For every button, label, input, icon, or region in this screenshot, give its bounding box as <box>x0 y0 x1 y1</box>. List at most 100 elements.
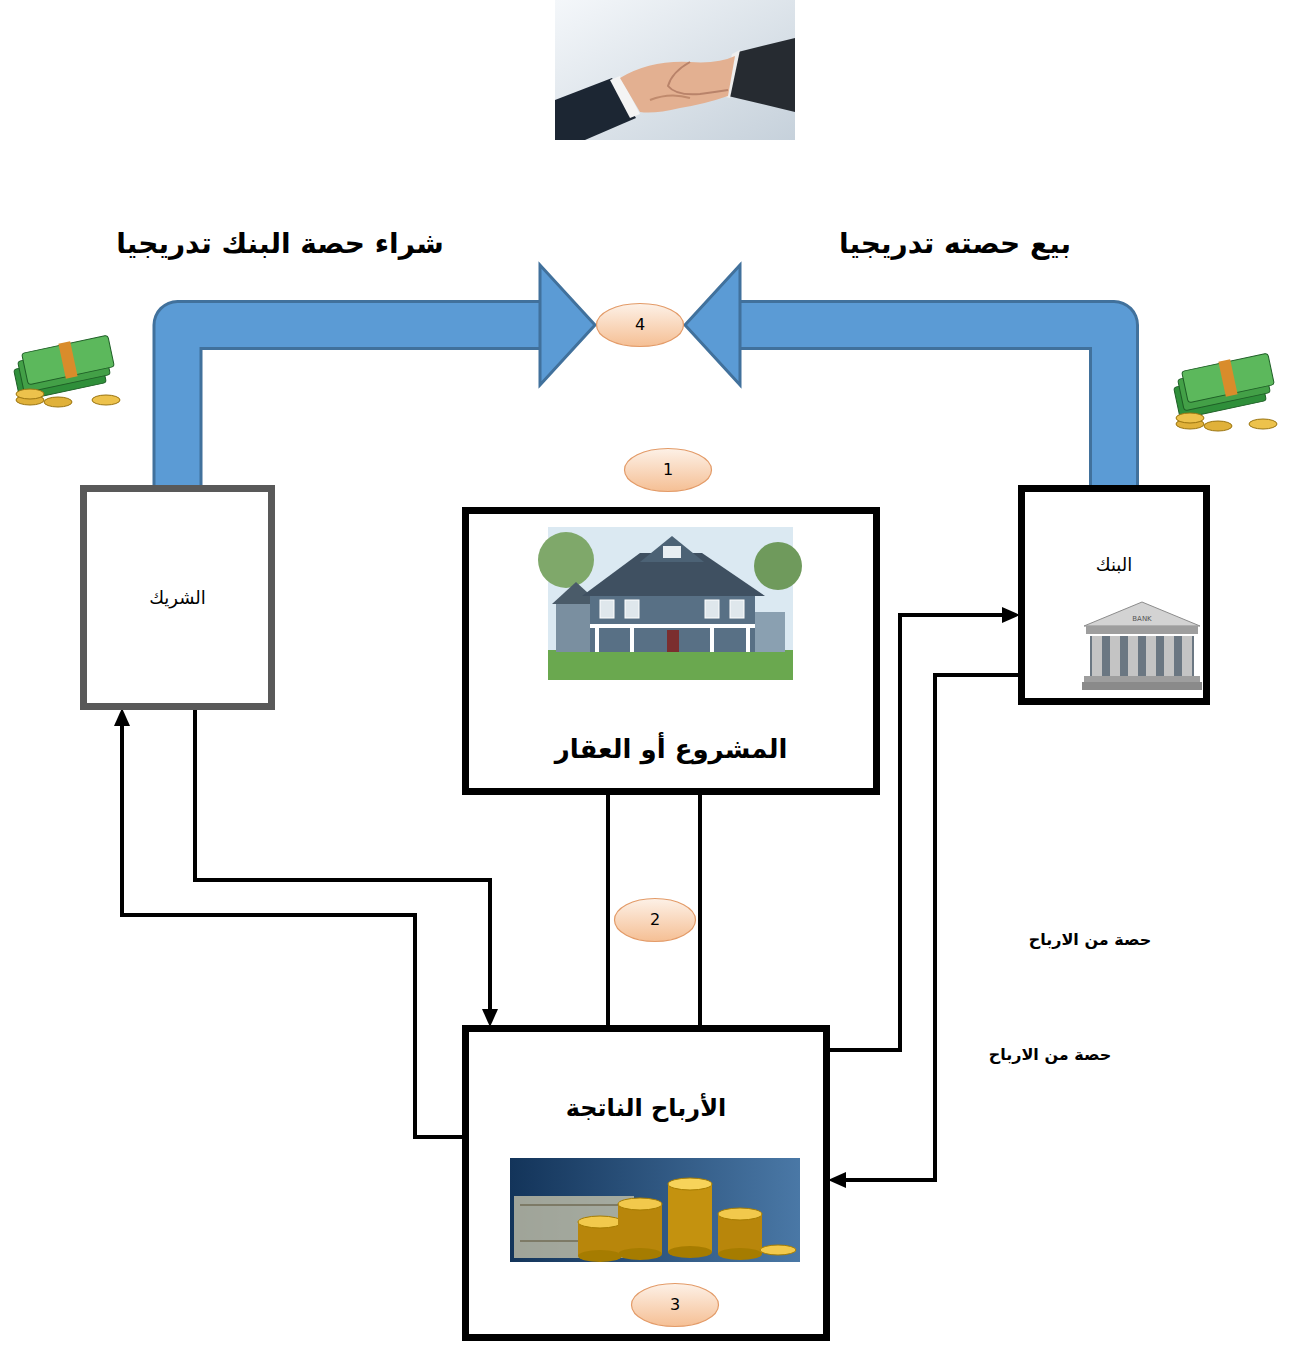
partner-box: الشريك <box>80 485 275 710</box>
transfer-arrow <box>178 265 596 485</box>
node-content: المشروع أو العقار <box>469 514 873 788</box>
arrow-head <box>685 265 740 385</box>
connector-line <box>606 795 610 1025</box>
bank-icon <box>1082 602 1202 690</box>
house-photo-part <box>746 628 750 652</box>
bank-icon-part <box>1182 636 1192 676</box>
coins-photo-part <box>520 1204 628 1206</box>
bank-icon-part <box>1084 602 1200 626</box>
node-content: 4 <box>595 302 685 348</box>
money-icon-part <box>58 341 77 379</box>
coins-photo-part <box>668 1184 712 1252</box>
coins-photo-part <box>618 1204 662 1254</box>
house-photo-part <box>705 600 719 618</box>
bank-icon-part <box>1128 636 1138 676</box>
house-photo-part <box>548 650 793 680</box>
project-box: المشروع أو العقار <box>462 507 880 795</box>
connector-line <box>122 720 462 1137</box>
house-photo-part <box>590 590 755 652</box>
connector-line <box>698 795 702 1025</box>
profits-box: الأرباح الناتجة 3 <box>462 1025 830 1341</box>
flow-connector <box>700 795 701 1025</box>
coins-photo-part <box>718 1208 762 1220</box>
money-icon-part <box>16 389 44 399</box>
node-content: 1 <box>623 447 713 493</box>
bank-icon-part <box>1084 676 1200 682</box>
node-content: 2 <box>613 897 697 943</box>
money-icon-part <box>1176 413 1204 423</box>
connector-line <box>840 675 1018 1180</box>
bank-icon-part <box>1146 636 1156 676</box>
coins-photo-part <box>578 1216 622 1228</box>
node-content: البنك <box>1025 492 1203 698</box>
bank-icon-part <box>1092 636 1102 676</box>
coins-photo-part <box>718 1248 762 1260</box>
step-number: 4 <box>635 315 645 336</box>
coins-photo-part <box>760 1245 796 1255</box>
step-number-circle: 2 <box>613 897 697 943</box>
handshake-photo-part <box>650 95 690 100</box>
label-anchor: BANK <box>1132 615 1151 624</box>
coins-photo-part <box>668 1246 712 1258</box>
flow-connector <box>840 675 1018 1180</box>
step-number-circle: 3 <box>630 1282 720 1328</box>
handshake-photo-part <box>620 56 735 113</box>
edge-label-anchor: حصة من الارباح <box>1025 930 1156 950</box>
flow-connector <box>195 710 490 1015</box>
step-number: 1 <box>663 460 673 481</box>
node-title: الأرباح الناتجة <box>566 1093 727 1124</box>
circle-fill <box>632 1284 719 1327</box>
transfer-arrow <box>685 265 1114 485</box>
step-number-circle: 4 <box>595 302 685 348</box>
money-icon-part <box>44 397 72 407</box>
edge-label: شراء حصة البنك تدريجيا <box>112 226 447 261</box>
house-photo <box>538 527 802 680</box>
edge-label-anchor: شراء حصة البنك تدريجيا <box>112 226 447 261</box>
flow-connector <box>608 795 609 1025</box>
step-number-circle: 1 <box>623 447 713 493</box>
bank-icon-part <box>1082 682 1202 690</box>
step-number: 3 <box>670 1295 680 1316</box>
bank-box: البنك <box>1018 485 1210 705</box>
coins-photo-part <box>514 1196 634 1258</box>
node-title: الشريك <box>149 586 206 609</box>
arrow-body <box>738 325 1114 485</box>
bank-icon-part <box>1090 636 1194 676</box>
bank-icon-part <box>1164 636 1174 676</box>
house-photo-part <box>754 542 802 590</box>
house-photo-part <box>755 612 785 652</box>
house-photo-part <box>590 624 755 628</box>
money-icon-part <box>22 335 115 385</box>
coins-photo-part <box>618 1248 662 1260</box>
handshake-photo-part <box>555 0 795 140</box>
icon-label: BANK <box>1132 615 1151 624</box>
house-photo-part <box>640 536 704 562</box>
bank-icon-part <box>1110 636 1120 676</box>
house-photo-part <box>663 546 681 558</box>
node-content: الشريك <box>87 492 268 703</box>
house-photo-part <box>630 628 634 652</box>
arrow-outline <box>178 325 543 485</box>
bank-icon-part <box>1086 626 1198 634</box>
money-icon-part <box>1249 419 1277 429</box>
coins-photo-part <box>668 1178 712 1190</box>
money-icon <box>14 335 120 407</box>
node-content: 3 <box>630 1282 720 1328</box>
handshake-photo <box>555 0 795 140</box>
money-icon-part <box>92 395 120 405</box>
circle-fill <box>625 449 712 492</box>
arrow-body <box>178 325 543 485</box>
money-icon <box>1174 353 1277 431</box>
house-photo-part <box>710 628 714 652</box>
arrow-head <box>540 265 595 385</box>
money-icon-part <box>1204 421 1232 431</box>
edge-label: حصة من الارباح <box>1025 930 1156 950</box>
coins-photo-part <box>578 1250 622 1262</box>
house-photo-part <box>730 600 744 618</box>
edge-label: حصة من الارباح <box>985 1045 1116 1065</box>
